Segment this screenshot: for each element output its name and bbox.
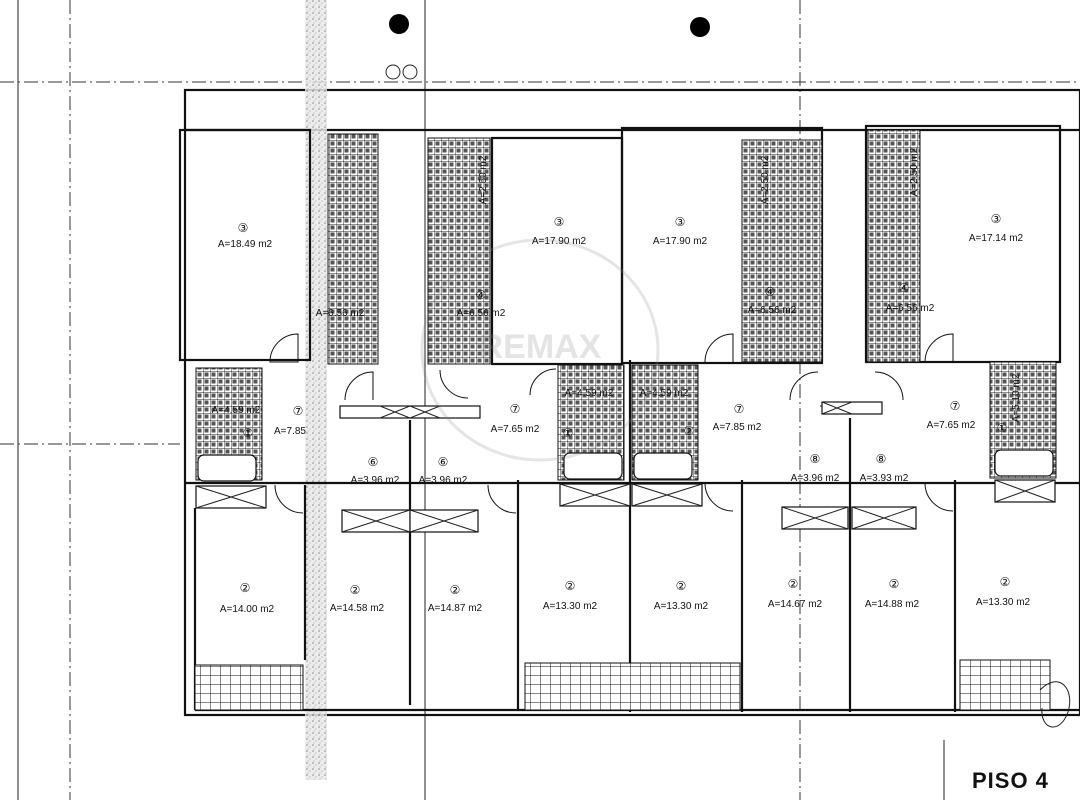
watermark-text: REMAX [479,328,602,366]
room-number: ② [565,579,576,593]
room-number: ① [563,426,574,440]
corner-sketch [1039,681,1071,728]
room-area: A=13.30 m2 [976,597,1031,608]
room-area: A=14.58 m2 [330,603,385,614]
room-area: A=6.56 m2 [457,308,506,319]
column-markers [385,14,710,80]
room-area: A=5.10 m2 [1011,373,1022,422]
room-number: ⑥ [368,455,379,469]
room-number: ② [450,583,461,597]
room-area: A=7.85 m2 [713,422,762,433]
room-number: ③ [991,212,1002,226]
room-area: A=17.90 m2 [532,236,587,247]
room-area: A=7.65 m2 [927,420,976,431]
room-number: ④ [476,288,487,302]
room-number: ④ [765,285,776,299]
room-area: A=13.30 m2 [543,601,598,612]
room-number: ② [676,579,687,593]
bathtubs [197,449,1054,482]
room-number: ② [350,583,361,597]
room-area: A=2.50 m2 [909,147,920,196]
room-area: A=4.59 m2 [212,405,261,416]
room-number: ④ [899,281,910,295]
room-area: A=4.59 m2 [640,388,689,399]
room-area: A=4.59 m2 [565,388,614,399]
room-number: ② [1000,575,1011,589]
room-labels: ③ A=18.49 m2 A=6.56 m2 A=4.59 m2 ① ⑦ A=7… [212,147,1031,615]
room-number: ⑧ [810,452,821,466]
room-area: A=2.50 m2 [760,155,771,204]
room-area: A=7.85 [274,426,306,437]
room-area: A=13.30 m2 [654,601,709,612]
door-swings [269,333,954,514]
room-number: ③ [554,215,565,229]
room-number: ① [243,426,254,440]
room-number: ② [684,424,695,438]
room-area: A=6.56 m2 [748,305,797,316]
room-number: ② [889,577,900,591]
room-area: A=6.56 m2 [886,303,935,314]
room-area: A=14.87 m2 [428,603,483,614]
room-number: ② [788,577,799,591]
room-area: A=18.49 m2 [218,239,273,250]
room-number: ⑦ [950,399,961,413]
room-area: A=3.93 m2 [860,473,909,484]
room-number: ⑦ [734,402,745,416]
room-number: ③ [238,221,249,235]
room-area: A=14.88 m2 [865,599,920,610]
room-area: A=14.00 m2 [220,604,275,615]
room-number: ⑧ [876,452,887,466]
room-number: ⑦ [510,402,521,416]
balcony-grids [194,659,1051,711]
kitchen-tiles [327,129,921,365]
room-area: A=7.65 m2 [491,424,540,435]
room-area: A=3.96 m2 [351,475,400,486]
room-number: ③ [675,215,686,229]
room-area: A=3.96 m2 [419,475,468,486]
room-number: ② [240,581,251,595]
room-area: A=2.50 m2 [478,155,489,204]
room-number: ⑦ [293,404,304,418]
watermark: REMAX [420,238,660,462]
room-area: A=14.67 m2 [768,599,823,610]
room-area: A=3.96 m2 [791,473,840,484]
storage-cross-boxes [195,401,1056,533]
room-number: ⑥ [438,455,449,469]
floor-title: PISO 4 [972,768,1049,793]
room-number: ① [997,421,1008,435]
room-area: A=6.56 m2 [316,308,365,319]
room-area: A=17.14 m2 [969,233,1024,244]
concrete-column-strip [305,0,327,780]
building-outline [183,88,1080,717]
room-area: A=17.90 m2 [653,236,708,247]
